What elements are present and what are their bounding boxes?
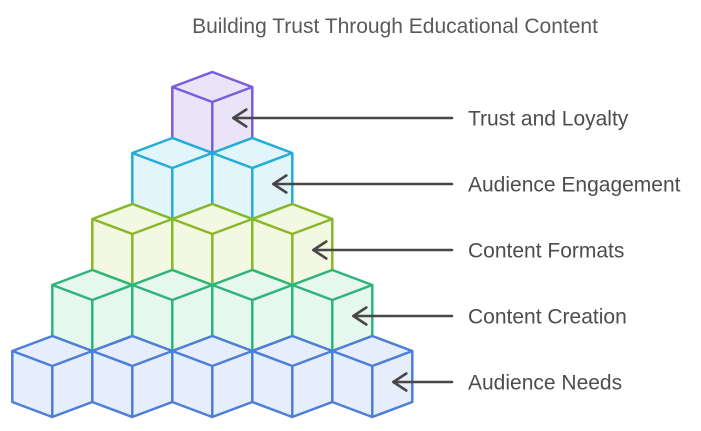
level-label-2: Audience Engagement	[468, 174, 681, 197]
pyramid-cube-level-5	[171, 334, 254, 419]
cube-inner-edges	[251, 217, 333, 285]
cube-inner-edges	[171, 85, 253, 153]
level-label-5: Audience Needs	[468, 372, 622, 395]
pyramid-cube-level-4	[211, 268, 294, 353]
cube-inner-edges	[171, 217, 253, 285]
cube-inner-edges	[131, 151, 213, 219]
arrows-layer	[232, 108, 454, 392]
pyramid-cube-level-4	[131, 268, 214, 353]
cube-inner-edges	[211, 151, 293, 219]
pyramid-cube-level-3	[171, 202, 254, 287]
pyramid-cube-level-4	[51, 268, 134, 353]
cube-inner-edges	[131, 283, 213, 351]
pyramid-cube-level-5	[251, 334, 334, 419]
pyramid-cube-level-5	[91, 334, 174, 419]
diagram-title: Building Trust Through Educational Conte…	[192, 15, 598, 38]
label-arrow-level-5	[392, 372, 454, 392]
cube-inner-edges	[211, 283, 293, 351]
pyramid-cube-level-4	[291, 268, 374, 353]
label-arrow-level-2	[272, 174, 454, 194]
pyramid-cube-level-2	[131, 136, 214, 221]
cube-inner-edges	[91, 217, 173, 285]
level-label-4: Content Creation	[468, 306, 627, 329]
cube-inner-edges	[91, 349, 173, 417]
cube-inner-edges	[331, 349, 413, 417]
pyramid-cube-level-5	[331, 334, 414, 419]
pyramid-cube-level-2	[211, 136, 294, 221]
cube-inner-edges	[171, 349, 253, 417]
label-arrow-level-1	[232, 108, 454, 128]
cube-inner-edges	[291, 283, 373, 351]
level-label-3: Content Formats	[468, 240, 624, 263]
cube-inner-edges	[251, 349, 333, 417]
cube-inner-edges	[11, 349, 93, 417]
label-arrow-level-3	[312, 240, 454, 260]
level-label-1: Trust and Loyalty	[468, 108, 629, 131]
pyramid-cube-level-5	[11, 334, 94, 419]
cube-inner-edges	[51, 283, 133, 351]
pyramid-cube-level-3	[91, 202, 174, 287]
cubes-layer	[11, 70, 414, 419]
label-arrow-level-4	[352, 306, 454, 326]
